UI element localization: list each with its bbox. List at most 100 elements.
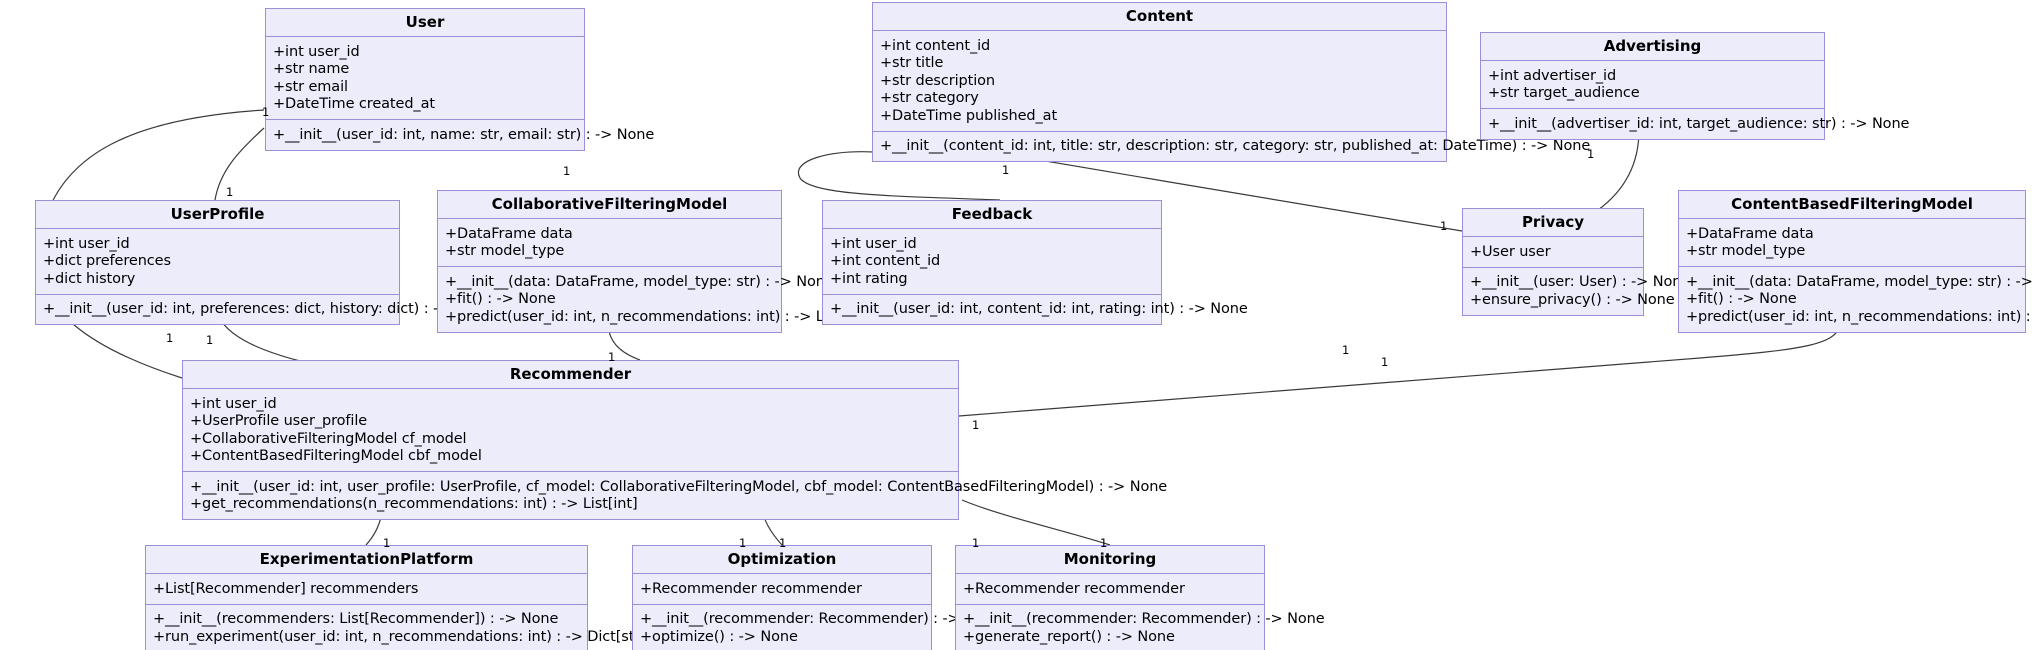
class-attributes-user: +int user_id +str name +str email +DateT… (266, 37, 584, 120)
class-attributes-feedback: +int user_id +int content_id +int rating (823, 229, 1161, 295)
class-attributes-monitoring: +Recommender recommender (956, 574, 1264, 605)
method-row: +run_experiment(user_id: int, n_recommen… (153, 628, 710, 645)
class-box-monitoring[interactable]: Monitoring +Recommender recommender +__i… (955, 545, 1325, 650)
class-attributes-userprofile: +int user_id +dict preferences +dict his… (36, 229, 399, 295)
class-box-user[interactable]: User +int user_id +str name +str email +… (265, 8, 655, 151)
class-attributes-collaborative-filtering-model: +DataFrame data +str model_type (438, 219, 781, 267)
multiplicity-label: 1 (166, 331, 174, 345)
method-row: +ensure_privacy() : -> None (1470, 291, 1675, 308)
multiplicity-label: 1 (206, 333, 214, 347)
class-methods-userprofile: +__init__(user_id: int, preferences: dic… (36, 295, 493, 325)
multiplicity-label: 1 (1342, 343, 1350, 357)
class-title-content: Content (873, 3, 1446, 31)
class-methods-experimentation-platform: +__init__(recommenders: List[Recommender… (146, 605, 710, 650)
attribute-row: +DataFrame data (445, 225, 573, 242)
method-row: +__init__(recommender: Recommender) : ->… (963, 611, 1325, 627)
method-row: +get_recommendations(n_recommendations: … (190, 496, 638, 512)
multiplicity-label: 1 (1002, 163, 1010, 177)
method-row: +__init__(user_id: int, preferences: dic… (43, 301, 493, 317)
multiplicity-label: 1 (972, 418, 980, 432)
class-box-experimentation-platform[interactable]: ExperimentationPlatform +List[Recommende… (145, 545, 710, 650)
class-title-recommender: Recommender (183, 361, 958, 389)
attribute-row: +int rating (830, 270, 908, 287)
class-methods-optimization: +__init__(recommender: Recommender) : ->… (633, 605, 1002, 650)
attribute-row: +str category (880, 90, 979, 106)
attribute-row: +ContentBasedFilteringModel cbf_model (190, 448, 482, 464)
attribute-row: +str email (273, 78, 348, 95)
class-attributes-recommender: +int user_id +UserProfile user_profile +… (183, 389, 958, 472)
class-box-collaborative-filtering-model[interactable]: CollaborativeFilteringModel +DataFrame d… (437, 190, 871, 333)
class-box-optimization[interactable]: Optimization +Recommender recommender +_… (632, 545, 1002, 650)
class-methods-monitoring: +__init__(recommender: Recommender) : ->… (956, 605, 1325, 650)
class-title-userprofile: UserProfile (36, 201, 399, 229)
class-attributes-privacy: +User user (1463, 237, 1643, 268)
multiplicity-label: 1 (739, 536, 747, 550)
class-box-content-based-filtering-model[interactable]: ContentBasedFilteringModel +DataFrame da… (1678, 190, 2032, 333)
multiplicity-label: 1 (563, 164, 571, 178)
multiplicity-label: 1 (972, 536, 980, 550)
attribute-row: +dict preferences (43, 253, 171, 269)
attribute-row: +List[Recommender] recommenders (153, 580, 419, 597)
class-methods-collaborative-filtering-model: +__init__(data: DataFrame, model_type: s… (438, 267, 871, 332)
class-box-advertising[interactable]: Advertising +int advertiser_id +str targ… (1480, 32, 1910, 140)
method-row: +fit() : -> None (1686, 291, 1797, 307)
method-row: +__init__(advertiser_id: int, target_aud… (1488, 115, 1910, 132)
class-methods-content: +__init__(content_id: int, title: str, d… (873, 132, 1591, 162)
class-attributes-optimization: +Recommender recommender (633, 574, 931, 605)
method-row: +predict(user_id: int, n_recommendations… (445, 308, 871, 325)
class-title-collaborative-filtering-model: CollaborativeFilteringModel (438, 191, 781, 219)
attribute-row: +DataFrame data (1686, 225, 1814, 242)
method-row: +__init__(user_id: int, user_profile: Us… (190, 478, 1168, 495)
multiplicity-label: 1 (1100, 536, 1108, 550)
class-title-content-based-filtering-model: ContentBasedFilteringModel (1679, 191, 2025, 219)
edge-cbf-recommender (958, 324, 1841, 417)
attribute-row: +int user_id (190, 395, 277, 412)
attribute-row: +str title (880, 55, 944, 71)
method-row: +predict(user_id: int, n_recommendations… (1686, 308, 2032, 325)
multiplicity-label: 1 (779, 536, 787, 550)
attribute-row: +int user_id (830, 235, 917, 252)
class-title-advertising: Advertising (1481, 33, 1824, 61)
method-row: +__init__(data: DataFrame, model_type: s… (1686, 273, 2032, 290)
class-box-content[interactable]: Content +int content_id +str title +str … (872, 2, 1591, 162)
class-attributes-content: +int content_id +str title +str descript… (873, 31, 1446, 132)
multiplicity-label: 1 (1381, 355, 1389, 369)
class-title-monitoring: Monitoring (956, 546, 1264, 574)
attribute-row: +int content_id (880, 37, 991, 54)
class-methods-advertising: +__init__(advertiser_id: int, target_aud… (1481, 109, 1910, 139)
attribute-row: +str name (273, 61, 350, 77)
method-row: +__init__(recommenders: List[Recommender… (153, 611, 559, 627)
class-box-recommender[interactable]: Recommender +int user_id +UserProfile us… (182, 360, 1168, 520)
class-title-experimentation-platform: ExperimentationPlatform (146, 546, 587, 574)
class-box-feedback[interactable]: Feedback +int user_id +int content_id +i… (822, 200, 1248, 325)
class-box-userprofile[interactable]: UserProfile +int user_id +dict preferenc… (35, 200, 493, 325)
method-row: +__init__(data: DataFrame, model_type: s… (445, 273, 834, 290)
class-attributes-experimentation-platform: +List[Recommender] recommenders (146, 574, 587, 605)
class-methods-user: +__init__(user_id: int, name: str, email… (266, 120, 655, 150)
class-attributes-advertising: +int advertiser_id +str target_audience (1481, 61, 1824, 109)
multiplicity-label: 1 (608, 350, 616, 364)
class-title-user: User (266, 9, 584, 37)
multiplicity-label: 1 (1440, 219, 1448, 233)
method-row: +__init__(user_id: int, content_id: int,… (830, 301, 1248, 317)
class-box-privacy[interactable]: Privacy +User user +__init__(user: User)… (1462, 208, 1691, 316)
attribute-row: +str model_type (1686, 243, 1806, 259)
edge-recommender-mon (961, 499, 1111, 546)
attribute-row: +User user (1470, 243, 1551, 260)
attribute-row: +CollaborativeFilteringModel cf_model (190, 430, 467, 447)
edge-user-userprofile (214, 127, 265, 201)
edge-advertising-privacy (1597, 129, 1640, 211)
class-methods-privacy: +__init__(user: User) : -> None +ensure_… (1463, 268, 1691, 315)
attribute-row: +int content_id (830, 253, 941, 269)
attribute-row: +Recommender recommender (640, 580, 862, 597)
attribute-row: +UserProfile user_profile (190, 413, 368, 429)
method-row: +__init__(content_id: int, title: str, d… (880, 138, 1591, 154)
attribute-row: +int user_id (43, 235, 130, 252)
multiplicity-label: 1 (262, 105, 270, 119)
multiplicity-label: 1 (383, 536, 391, 550)
method-row: +__init__(user_id: int, name: str, email… (273, 126, 655, 143)
class-attributes-content-based-filtering-model: +DataFrame data +str model_type (1679, 219, 2025, 267)
method-row: +__init__(user: User) : -> None (1470, 274, 1691, 290)
attribute-row: +str target_audience (1488, 85, 1640, 101)
